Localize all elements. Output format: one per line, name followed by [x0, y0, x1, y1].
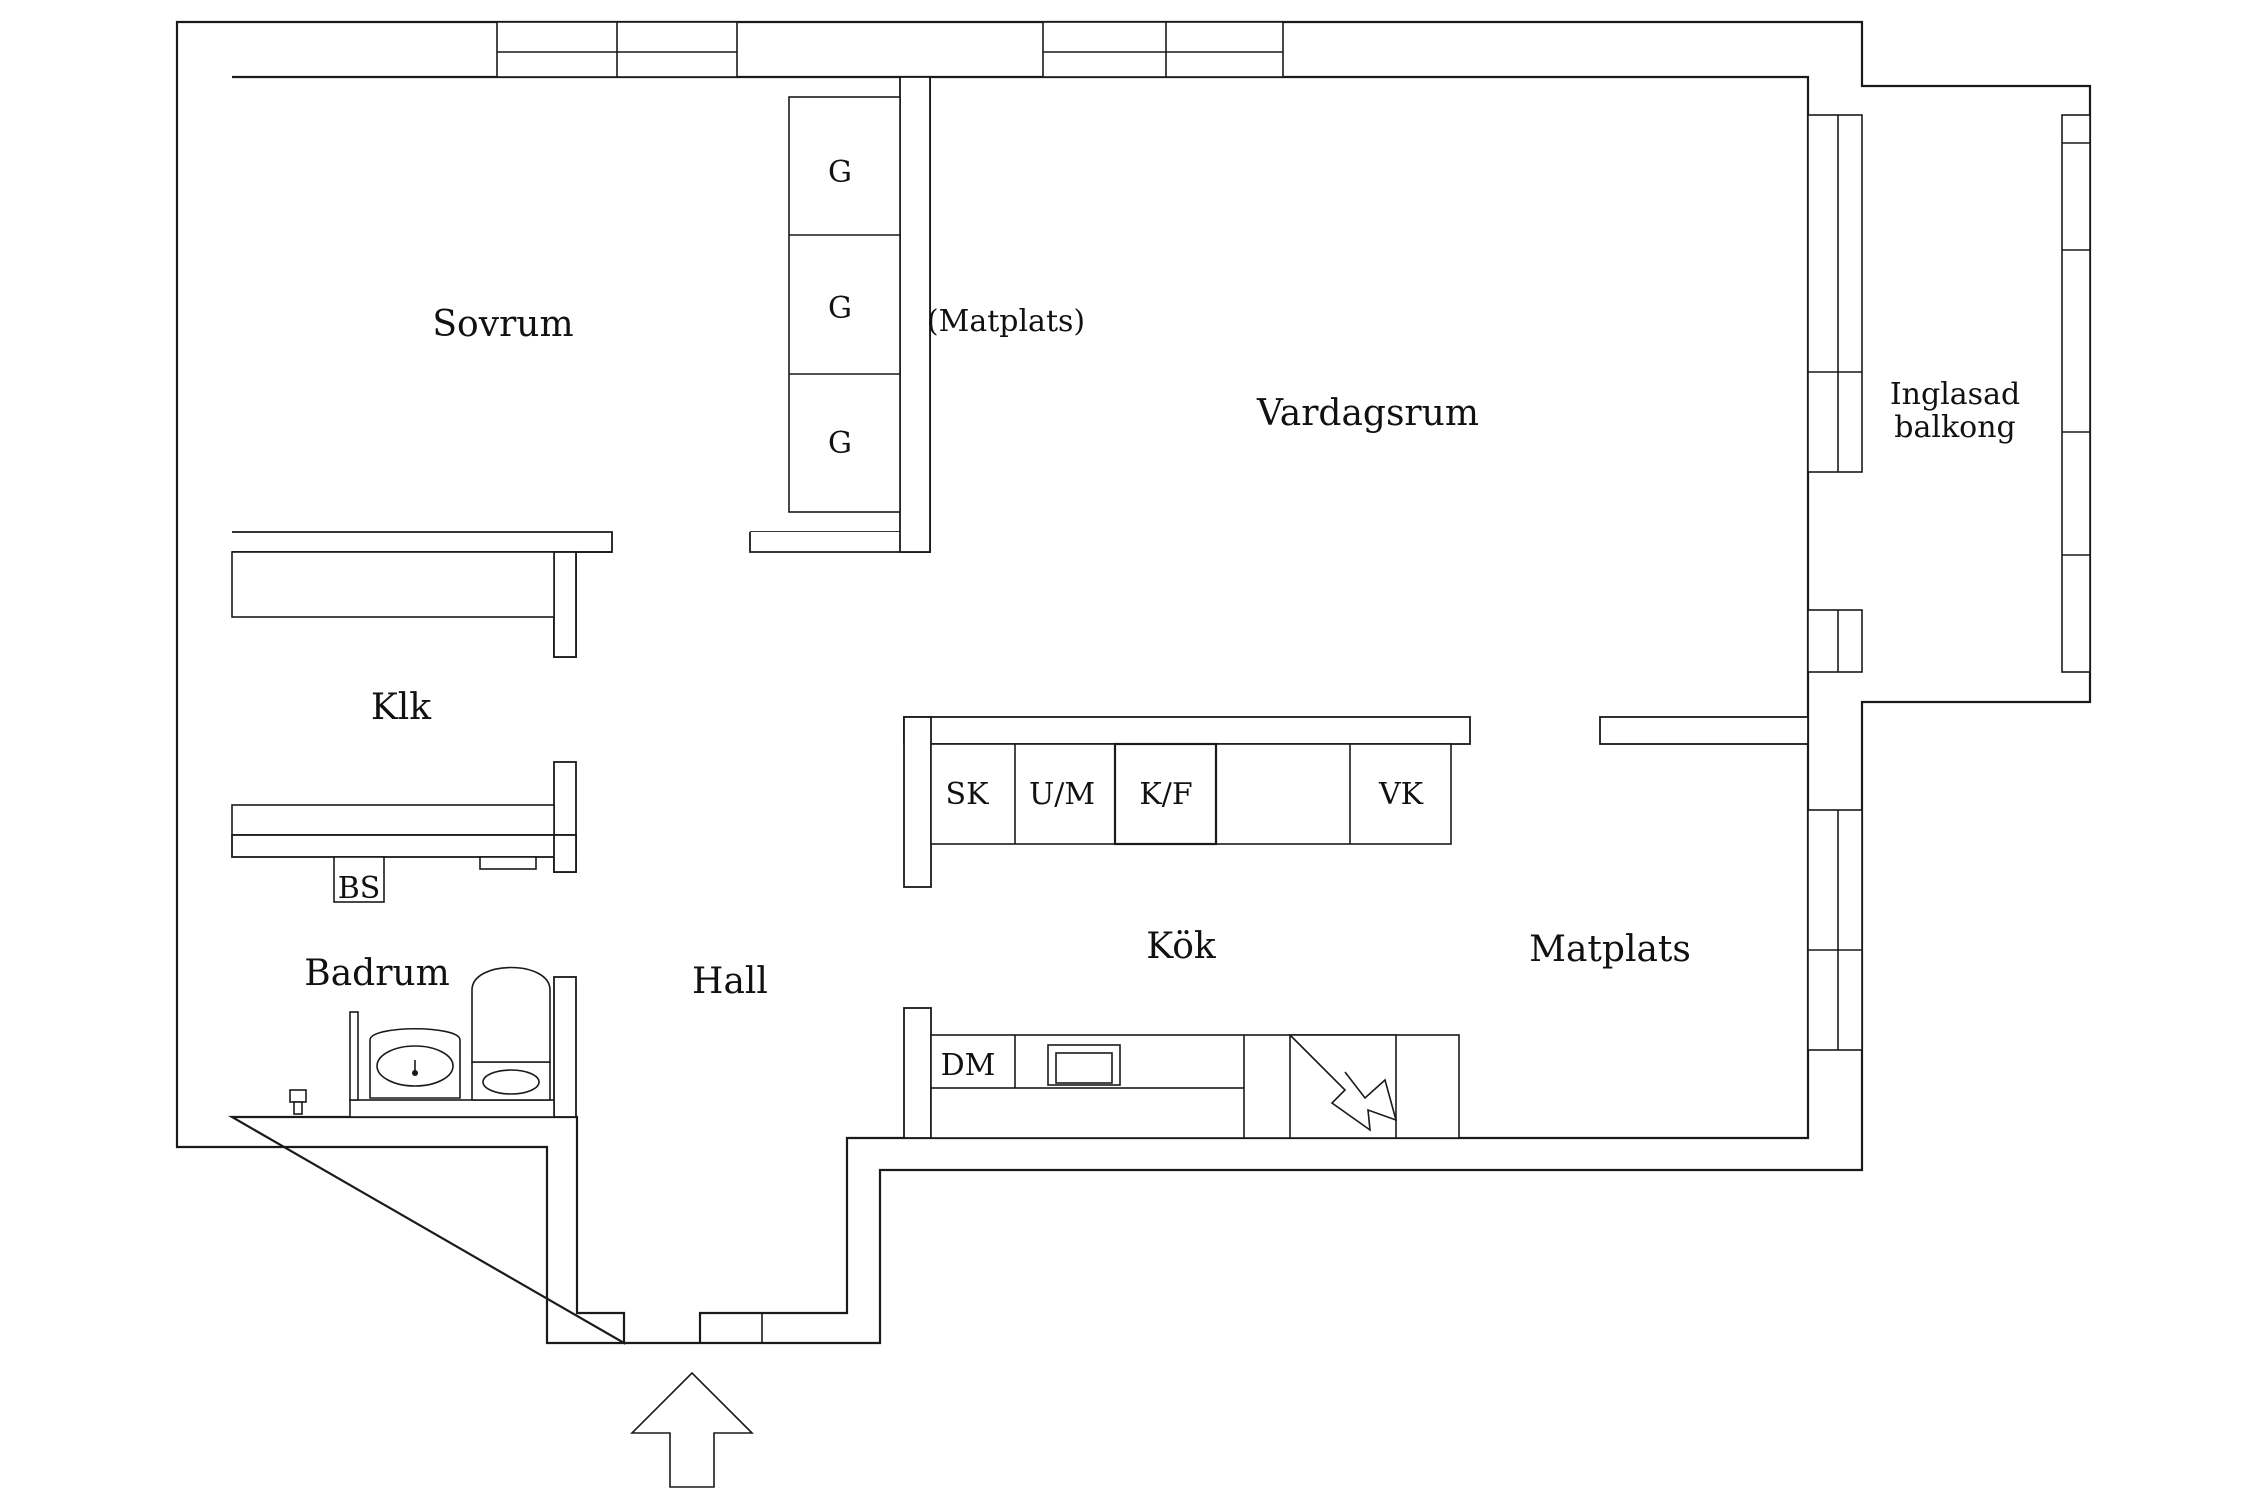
kitchen-sink-icon [1047, 1044, 1121, 1086]
entrance-arrow-icon [630, 1371, 754, 1488]
room-label-klk: Klk [371, 687, 432, 728]
closet-walls [231, 551, 612, 873]
wardrobe-label: G [828, 155, 852, 190]
room-label-balkong-1: Inglasad [1890, 377, 2020, 412]
bathroom-walls [231, 834, 577, 1118]
toilet-icon [471, 966, 551, 1101]
wardrobes [788, 96, 901, 513]
sink-icon [369, 1028, 461, 1099]
partition-bedroom-living [899, 76, 931, 553]
room-label-badrum: Badrum [304, 953, 450, 994]
window-right-balcony-door [1807, 609, 1863, 673]
fixture-label-bs: BS [338, 871, 381, 906]
inner-wall [227, 75, 1810, 1345]
faucet-icon [289, 1089, 307, 1115]
room-label-hall: Hall [692, 961, 768, 1002]
stove-icon [1289, 1034, 1398, 1139]
fixture-label-vk: VK [1378, 777, 1424, 812]
wardrobe-label: G [828, 426, 852, 461]
fixture-label-sk: SK [946, 777, 990, 812]
partition-stub-right [1599, 716, 1809, 745]
window-top-right [1042, 21, 1284, 78]
room-label-kok: Kök [1146, 926, 1217, 967]
room-label-sovrum: Sovrum [432, 304, 573, 345]
fixture-label-kf: K/F [1139, 777, 1192, 812]
window-right-lower [1807, 809, 1863, 1051]
kitchen-counter-upper [903, 716, 1471, 888]
wardrobe-label: G [828, 291, 852, 326]
room-label-balkong-2: balkong [1894, 410, 2015, 445]
window-right-upper [1807, 114, 1863, 473]
window-top-left [496, 21, 738, 78]
entrance-door [623, 1313, 763, 1343]
balcony-glazing [2061, 114, 2091, 673]
room-label-matplats-living: (Matplats) [927, 304, 1085, 339]
fixture-label-um: U/M [1029, 777, 1095, 812]
fixture-label-dm: DM [941, 1048, 996, 1083]
outer-wall [175, 20, 2092, 1345]
room-label-matplats-kitchen: Matplats [1529, 929, 1691, 970]
room-label-vardagsrum: Vardagsrum [1256, 393, 1479, 434]
